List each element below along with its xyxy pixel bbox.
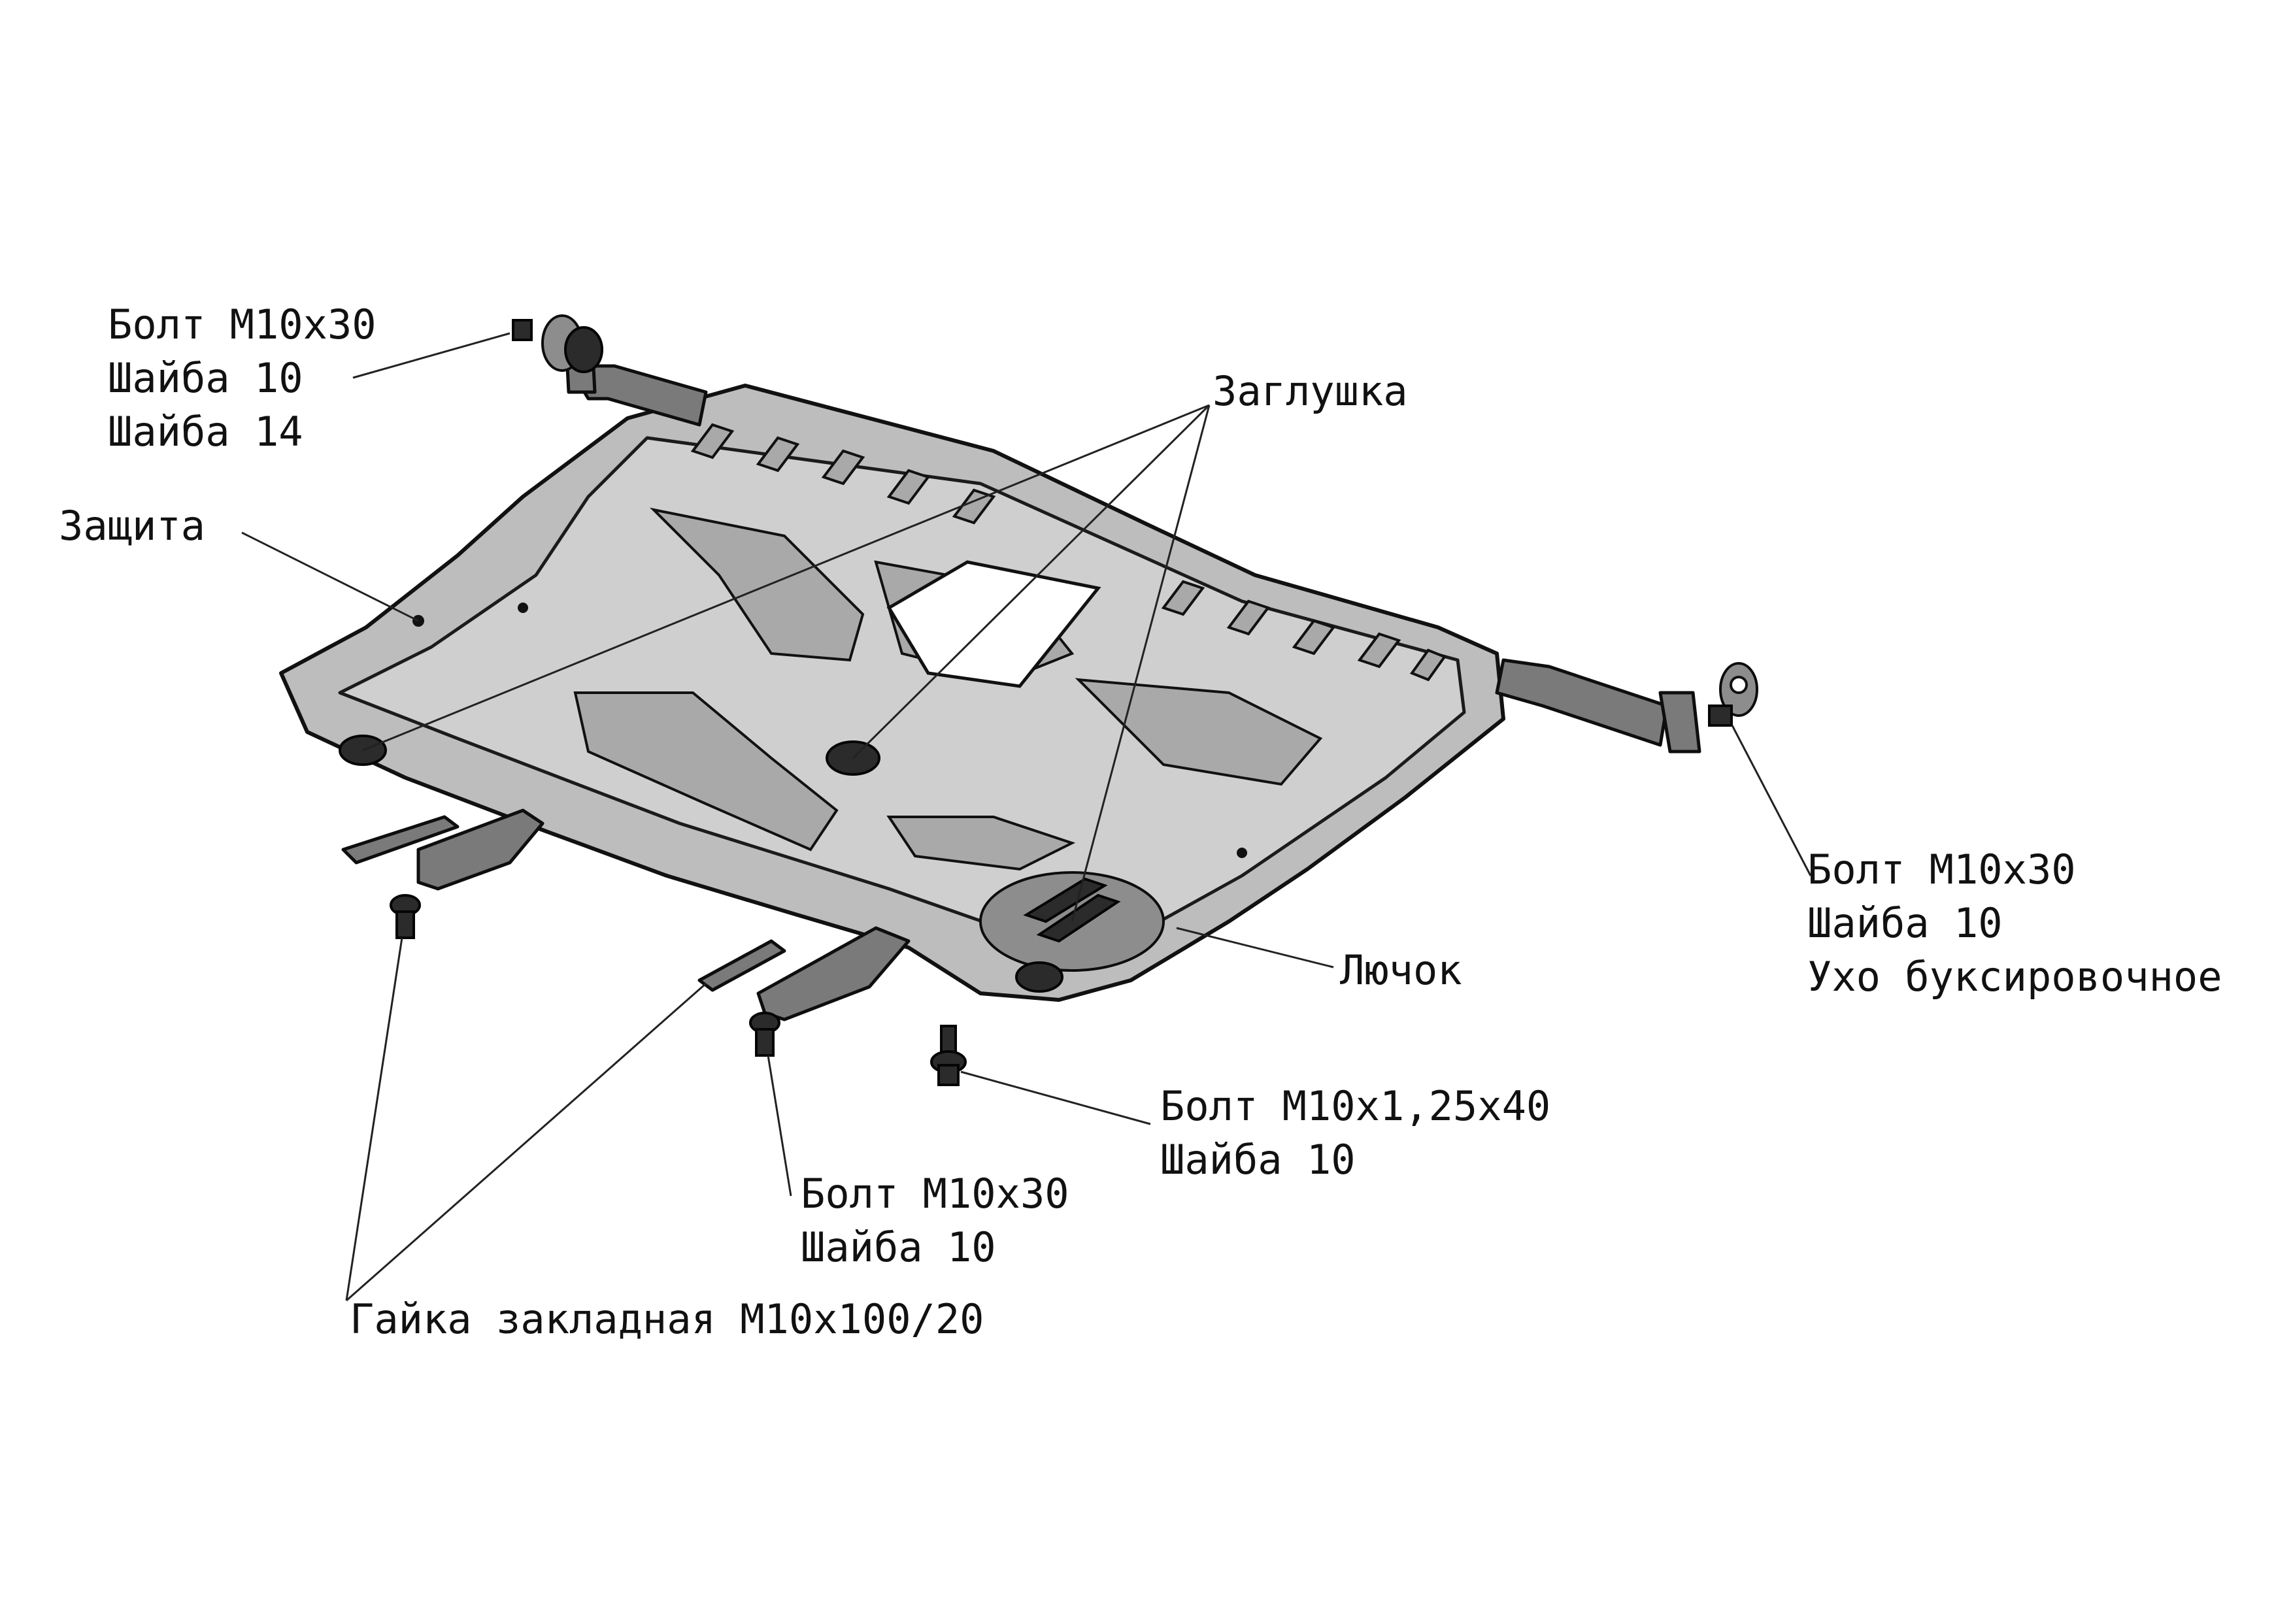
plug-bottom <box>1015 961 1063 993</box>
right-bracket <box>1495 658 1758 754</box>
vent-louvres <box>690 423 1447 682</box>
callout-guard: Защита <box>59 502 205 550</box>
callout-text: Шайба 10 <box>1807 899 2003 947</box>
callout-text: Шайба 10 <box>1160 1136 1356 1184</box>
callout-text: Шайба 10 <box>108 354 303 402</box>
top-left-bracket <box>512 314 708 427</box>
front-center-brackets <box>697 926 911 1057</box>
callout-bottom-bolt: Болт М10х1,25х40 Шайба 10 <box>1160 1082 1550 1184</box>
callout-text: Шайба 14 <box>108 408 303 456</box>
callout-text: Ухо буксировочное <box>1807 953 2222 1001</box>
front-left-brackets <box>341 808 544 939</box>
callout-center-bolt: Болт М10х30 Шайба 10 <box>801 1170 1069 1271</box>
callout-text: Болт М10х30 <box>1807 846 2076 893</box>
callout-plug: Заглушка <box>1213 367 1408 415</box>
callout-top-left-bolt: Болт М10х30 Шайба 10 Шайба 14 <box>108 301 377 456</box>
callout-hatch: Лючок <box>1340 946 1462 994</box>
callout-nut: Гайка закладная М10х100/20 <box>350 1295 984 1343</box>
guard-plate <box>279 384 1505 1002</box>
callout-text: Шайба 10 <box>801 1223 996 1271</box>
callout-right-bolt: Болт М10х30 Шайба 10 Ухо буксировочное <box>1807 846 2222 1001</box>
callout-text: Болт М10х1,25х40 <box>1160 1082 1550 1130</box>
callout-text: Болт М10х30 <box>108 301 377 348</box>
callout-text: Болт М10х30 <box>801 1170 1069 1218</box>
loose-bolt <box>930 1025 967 1086</box>
